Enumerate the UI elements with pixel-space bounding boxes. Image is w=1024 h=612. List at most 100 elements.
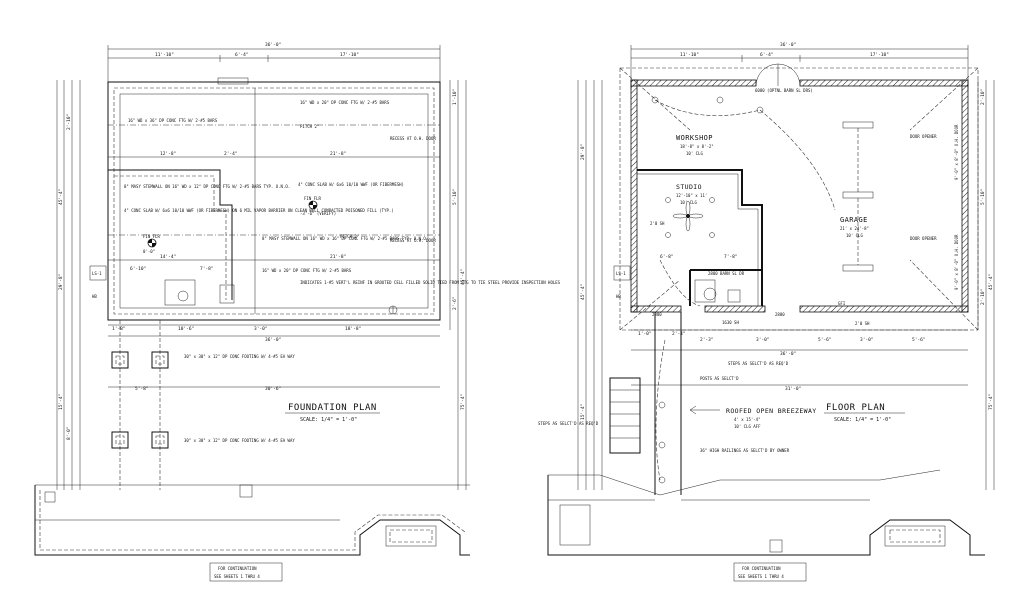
breezeway-size: 4' x 15'-4": [734, 417, 761, 422]
note-ftg-top-left: 16" WD x 36" DP CONC FTG W/ 2-#5 BARS: [128, 118, 218, 123]
floor-plan-scale: SCALE: 1/4" = 1'-0": [834, 417, 891, 423]
floor-hb-tag: HB: [616, 294, 621, 299]
circuit-arc-1: [654, 99, 761, 116]
floor-see-sheets: SEE SHEETS 1 THRU 4: [738, 574, 784, 579]
room-labels: WORKSHOP 18'-8" x 8'-2" 10' CLG STUDIO 1…: [676, 134, 869, 429]
garage-door-openers: [842, 121, 874, 272]
studio-clg: 10' CLG: [680, 200, 697, 205]
dim-30-6: 30'-6": [265, 386, 281, 392]
floor-right-dim-75: 75'-4": [988, 394, 994, 410]
floor-right-dim-1: 2'-10": [980, 89, 986, 105]
note-posts: POSTS AS SELCT'D: [700, 376, 739, 381]
dim-5-8: 5'-8": [135, 386, 149, 392]
fin-flr-marker-right: [308, 200, 318, 210]
floor-continuation: FOR CONTINUATION: [742, 566, 781, 571]
dim-2-4: 2'-4": [224, 151, 238, 157]
fdim-5-6b: 5'-6": [912, 337, 926, 343]
foundation-right-dim-3: 2'-6": [452, 296, 458, 310]
foundation-pier-footings: 30" x 30" x 12" DP CONC FOOTING W/ 4-#5 …: [111, 320, 295, 490]
dim-21-8a: 21'-8": [330, 151, 346, 157]
foundation-plan-scale: SCALE: 1/4" = 1'-0": [300, 417, 357, 423]
note-door-opener-2: DOOR OPENER: [910, 236, 937, 241]
note-door-2880: 2880: [652, 312, 662, 317]
foundation-right-dim-1: 1'-10": [452, 89, 458, 105]
note-stemwall-2: 8" MASY STEMWALL ON 16" WD x 16" DP CONC…: [262, 236, 428, 241]
circuit-arc-4: [655, 339, 666, 481]
note-fin-flr-right: FIN FLR: [304, 196, 321, 201]
floor-inner-dims: 6'-8" 7'-8" 1'-0" 2'-4" 2'-3" 3'-0" 5'-6…: [631, 254, 968, 392]
note-recess-2: RECESS AT O.H. DOOR: [390, 238, 436, 243]
floor-notes: 6080 (OPTNL BARN SL DRS) DOOR OPENER DOO…: [538, 88, 959, 453]
foundation-right-dim-75: 75'-4": [460, 394, 466, 410]
circuit-arc-3: [659, 259, 701, 307]
note-stemwall: 8" MASY STEMWALL ON 16" WD x 12" DP CONC…: [124, 184, 290, 189]
foundation-top-dim-2: 6'-4": [235, 52, 249, 58]
note-ftg-bottom: 16" WD x 20" DP CONC FTG W/ 2-#5 BARS: [262, 268, 352, 273]
note-barn-door: 2880 BARN SL DR: [708, 271, 745, 276]
foundation-side-dim-45: 45'-4": [58, 189, 64, 205]
dim-10-6: 10'-6": [178, 326, 194, 332]
foundation-left-dimensions: 45'-4" 29'-8" 15'-4" 2'-10" 8'-0": [56, 80, 81, 490]
note-railings: 36" HIGH RAILINGS AS SELCT'D BY OWNER: [700, 448, 790, 453]
roof-outline: [619, 67, 979, 331]
fdim-5-6a: 5'-6": [818, 337, 832, 343]
fdim-2-4: 2'-4": [672, 331, 686, 337]
floor-plan: 36'-0" 11'-10" 6'-4" 17'-10" 29'-8" 45'-…: [538, 42, 995, 582]
note-vert-reinf: INDICATES 1-#5 VERT'L REINF IN GROUTED C…: [300, 280, 561, 285]
dim-14-4: 14'-4": [160, 254, 176, 260]
note-footing-2: 30" x 30" x 12" DP CONC FOOTING W/ 4-#5 …: [184, 438, 295, 443]
dim-3-0: 3'-0": [254, 326, 268, 332]
floor-existing-outline: [547, 469, 985, 556]
foundation-side-dim-2-10: 2'-10": [66, 114, 72, 130]
dim-7-8: 7'-8": [200, 266, 214, 272]
foundation-ls-tag: LS-1: [92, 271, 102, 276]
fdim-7-8: 7'-8": [724, 254, 738, 260]
note-slab-right: 4" CONC SLAB W/ 6x6 10/10 WWF (OR FIBERM…: [298, 182, 404, 187]
floor-plan-title: FLOOR PLAN: [826, 403, 885, 413]
circuit-arc-2: [759, 109, 836, 211]
exterior-walls: [630, 79, 969, 313]
dim-1-8: 1'-8": [112, 326, 126, 332]
garage-size: 21' x 24'-8": [840, 226, 869, 231]
floor-side-dim-29: 29'-8": [580, 144, 586, 160]
studio-size: 12'-10" x 11': [676, 193, 707, 198]
note-door-opener-1: DOOR OPENER: [910, 134, 937, 139]
dim-18-8: 18'-8": [345, 326, 361, 332]
note-sh-1: 2'0 SH: [650, 221, 665, 226]
top-door-swing-left: [755, 63, 779, 87]
foundation-plan: 36'-0" 11'-10" 6'-4" 17'-10" 45'-4" 29'-…: [34, 42, 561, 582]
ceiling-fan-icon: [672, 200, 704, 232]
note-door-2880b: 2880: [775, 312, 785, 317]
fin-flr-marker-left: [147, 238, 157, 248]
floor-top-dim-2: 6'-4": [760, 52, 774, 58]
dim-12-8: 12'-8": [160, 151, 176, 157]
floor-left-dimensions: 29'-8" 45'-4" 15'-4": [577, 80, 603, 490]
floor-right-dimensions: 2'-10" 5'-10" 2'-10" 45'-4" 75'-4": [977, 80, 995, 490]
fdim-3-0b: 3'-0": [860, 337, 874, 343]
garage-clg: 10' CLG: [846, 233, 863, 238]
note-steps-right: STEPS AS SELCT'D AS REQ'D: [728, 361, 789, 366]
note-sh-2: 2'0 SH: [855, 321, 870, 326]
note-sh-3: 1630 SH: [722, 320, 739, 325]
note-oh-door-2: 9'-0" x 8'-0" O.H. DOOR: [954, 234, 959, 290]
foundation-right-dim-2: 5'-10": [452, 189, 458, 205]
floor-right-dim-3: 2'-10": [980, 289, 986, 305]
floor-side-dim-15: 15'-4": [580, 404, 586, 420]
foundation-right-dim-45: 45'-4": [460, 269, 466, 285]
dim-36-0: 36'-0": [265, 337, 281, 343]
foundation-notes: 16" WD x 36" DP CONC FTG W/ 2-#5 BARS 16…: [92, 100, 561, 299]
workshop-clg: 10' CLG: [686, 151, 703, 156]
foundation-inner-dims: 12'-8" 2'-4" 21'-8" 14'-4" 6'-10" 7'-8" …: [108, 151, 440, 392]
foundation-plan-title: FOUNDATION PLAN: [288, 403, 377, 413]
note-fin-flr-left-val: 0'-0": [143, 249, 155, 254]
foundation-side-dim-8: 8'-0": [66, 426, 72, 440]
fdim-36-0: 36'-0": [780, 351, 796, 357]
note-footing-1: 30" x 30" x 12" DP CONC FOOTING W/ 4-#5 …: [184, 354, 295, 359]
foundation-hb-tag: HB: [92, 294, 97, 299]
foundation-top-dimensions: 36'-0" 11'-10" 6'-4" 17'-10": [107, 42, 441, 90]
gfi-tag: GFI: [838, 301, 846, 306]
breezeway-label: ROOFED OPEN BREEZEWAY: [726, 407, 817, 415]
garage-label: GARAGE: [840, 216, 868, 224]
foundation-interior-stemwall: [108, 169, 233, 300]
